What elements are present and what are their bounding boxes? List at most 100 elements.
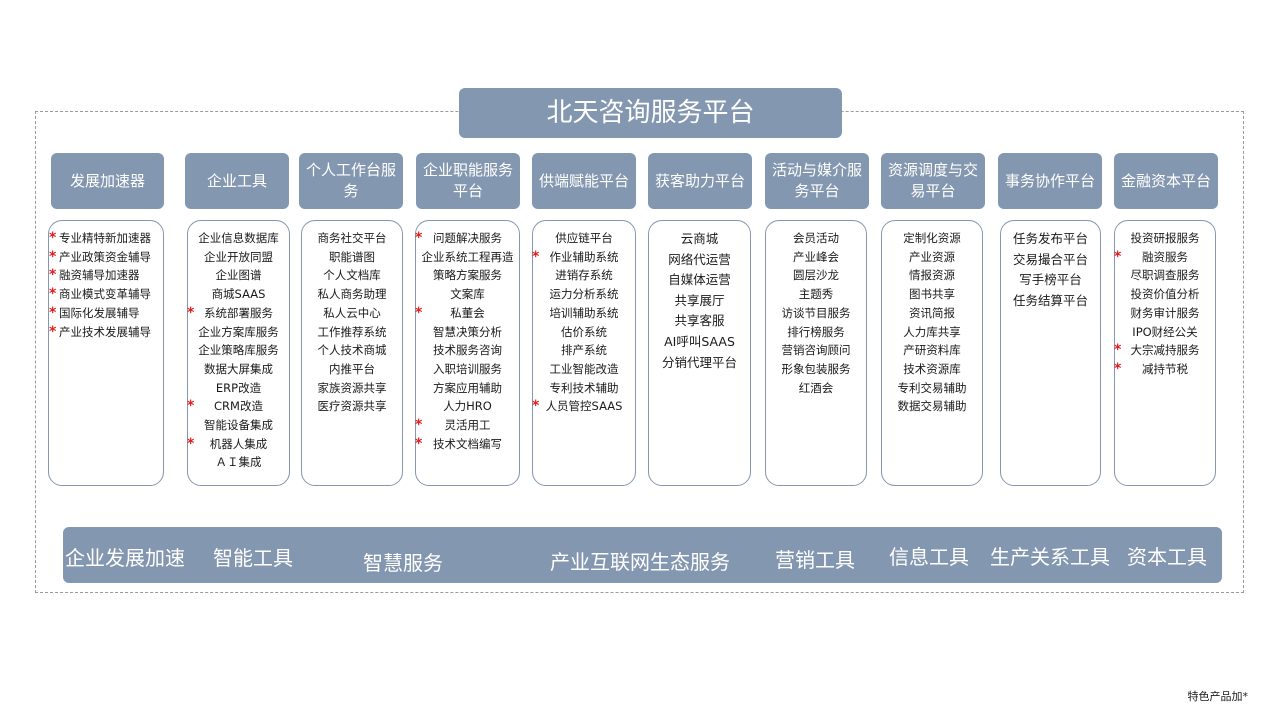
list-item: *融资辅导加速器 xyxy=(49,266,163,285)
list-item: 产业峰会 xyxy=(766,248,866,267)
list-item-label: 商城SAAS xyxy=(211,287,266,302)
list-item-label: 企业系统工程再造 xyxy=(421,249,514,264)
list-item: 投资价值分析 xyxy=(1115,285,1215,304)
list-item: 私人商务助理 xyxy=(302,285,402,304)
list-item-label: 系统部署服务 xyxy=(204,305,273,320)
list-item-label: 国际化发展辅导 xyxy=(59,305,140,320)
list-item-label: 智慧决策分析 xyxy=(433,324,502,339)
featured-star-icon: * xyxy=(49,286,57,303)
featured-star-icon: * xyxy=(49,230,57,246)
featured-star-icon: * xyxy=(1114,360,1122,377)
list-item: *作业辅助系统 xyxy=(532,248,635,267)
list-item: * 减持节税 xyxy=(1114,360,1215,379)
list-item: 会员活动 xyxy=(766,229,866,248)
list-item-label: 职能谱图 xyxy=(329,249,375,264)
bottom-label-industrial-internet: 产业互联网生态服务 xyxy=(550,550,730,574)
list-item-label: 供应链平台 xyxy=(555,231,613,245)
list-item-label: 写手榜平台 xyxy=(1019,272,1082,288)
list-item-label: 商业模式变革辅导 xyxy=(59,287,151,302)
list-item-label: 融资辅导加速器 xyxy=(59,268,140,283)
list-item-label: 大宗减持服务 xyxy=(1130,343,1200,358)
bottom-label-info-tools: 信息工具 xyxy=(889,545,969,569)
list-item-label: 减持节税 xyxy=(1142,361,1188,376)
list-item-label: 情报资源 xyxy=(909,268,955,283)
list-item: 进销存系统 xyxy=(533,266,635,285)
list-item: 营销咨询顾问 xyxy=(766,341,866,360)
category-panel-enterprise-tools: 企业信息数据库企业开放同盟企业图谱商城SAAS*系统部署服务企业方案库服务企业策… xyxy=(187,220,290,486)
list-item-label: 定制化资源 xyxy=(903,231,961,245)
category-item-list: *专业精特新加速器*产业政策资金辅导*融资辅导加速器*商业模式变革辅导*国际化发… xyxy=(49,229,163,341)
list-item-label: 共享展厅 xyxy=(674,292,725,308)
list-item-label: 圆层沙龙 xyxy=(793,268,839,283)
list-item-label: 营销咨询顾问 xyxy=(781,343,851,358)
bottom-label-production-tools: 生产关系工具 xyxy=(990,545,1110,569)
list-item-label: 融资服务 xyxy=(1142,249,1188,264)
category-item-list: *问题解决服务企业系统工程再造策略方案服务文案库*私董会智慧决策分析技术服务咨询… xyxy=(415,229,519,453)
page-title: 北天咨询服务平台 xyxy=(459,88,842,138)
list-item: 企业图谱 xyxy=(188,266,289,285)
list-item: 主题秀 xyxy=(766,285,866,304)
featured-star-icon: * xyxy=(187,435,195,452)
list-item-label: 企业信息数据库 xyxy=(198,231,279,245)
list-item-label: 人员管控SAAS xyxy=(545,399,623,414)
list-item: 商城SAAS xyxy=(188,285,289,304)
list-item-label: 家族资源共享 xyxy=(317,380,387,395)
bottom-label-smart-services: 智慧服务 xyxy=(363,551,443,575)
category-item-list: 供应链平台*作业辅助系统进销存系统运力分析系统培训辅助系统估价系统排产系统工业智… xyxy=(532,229,635,416)
list-item-label: 估价系统 xyxy=(561,324,607,339)
list-item: 方案应用辅助 xyxy=(416,379,519,398)
list-item: 云商城 xyxy=(649,229,750,250)
list-item-label: 投资价值分析 xyxy=(1130,287,1200,302)
list-item: 入职培训服务 xyxy=(416,360,519,379)
list-item-label: 文案库 xyxy=(450,287,485,302)
list-item: *专业精特新加速器 xyxy=(49,229,163,248)
list-item: 技术资源库 xyxy=(882,360,982,379)
list-item-label: 私人商务助理 xyxy=(317,287,387,302)
category-header-customer-acquisition: 获客助力平台 xyxy=(648,153,752,209)
list-item: 访谈节目服务 xyxy=(766,304,866,323)
list-item-label: 产业政策资金辅导 xyxy=(59,249,151,264)
list-item-label: 作业辅助系统 xyxy=(549,249,619,264)
list-item-label: CRM改造 xyxy=(214,399,263,414)
list-item: * 机器人集成 xyxy=(187,435,289,454)
category-header-finance-capital: 金融资本平台 xyxy=(1114,153,1218,209)
list-item: 财务审计服务 xyxy=(1115,304,1215,323)
list-item-label: 资讯简报 xyxy=(909,305,955,320)
list-item: 工作推荐系统 xyxy=(302,323,402,342)
list-item: 资讯简报 xyxy=(882,304,982,323)
list-item-label: 网络代运营 xyxy=(668,251,731,267)
category-panel-resource-trading: 定制化资源产业资源情报资源图书共享资讯简报人力库共享产研资料库技术资源库专利交易… xyxy=(881,220,983,486)
list-item-label: 专业精特新加速器 xyxy=(59,231,151,245)
list-item: 专利交易辅助 xyxy=(882,379,982,398)
list-item-label: 个人技术商城 xyxy=(317,343,387,358)
list-item: 圆层沙龙 xyxy=(766,266,866,285)
list-item-label: 机器人集成 xyxy=(209,436,268,451)
featured-star-icon: * xyxy=(532,398,540,415)
list-item: 供应链平台 xyxy=(533,229,635,248)
category-item-list: 企业信息数据库企业开放同盟企业图谱商城SAAS*系统部署服务企业方案库服务企业策… xyxy=(187,229,289,472)
list-item: AI呼叫SAAS xyxy=(649,332,750,353)
list-item-label: 技术文档编写 xyxy=(433,436,502,451)
list-item: * 人员管控SAAS xyxy=(532,397,635,416)
list-item: 工业智能改造 xyxy=(533,360,635,379)
list-item-label: 专利技术辅助 xyxy=(549,380,619,395)
list-item-label: 技术服务咨询 xyxy=(433,343,502,358)
list-item-label: 运力分析系统 xyxy=(549,287,619,302)
category-header-enterprise-tools: 企业工具 xyxy=(185,153,289,209)
list-item-label: 入职培训服务 xyxy=(433,361,502,376)
list-item: 企业开放同盟 xyxy=(188,248,289,267)
bottom-label-marketing-tools: 营销工具 xyxy=(775,548,855,572)
list-item: 智能设备集成 xyxy=(188,416,289,435)
list-item: 内推平台 xyxy=(302,360,402,379)
list-item: 产业资源 xyxy=(882,248,982,267)
bottom-category-bar: 企业发展加速 智能工具 智慧服务 产业互联网生态服务 营销工具 信息工具 生产关… xyxy=(63,527,1222,583)
list-item-label: AI呼叫SAAS xyxy=(664,333,735,349)
bottom-label-smart-tools: 智能工具 xyxy=(213,546,293,570)
list-item-label: 人力库共享 xyxy=(903,324,961,339)
list-item-label: 专利交易辅助 xyxy=(897,380,967,395)
list-item-label: 自媒体运营 xyxy=(668,272,731,288)
list-item-label: 数据交易辅助 xyxy=(897,399,967,414)
list-item: 交易撮合平台 xyxy=(1001,250,1100,271)
